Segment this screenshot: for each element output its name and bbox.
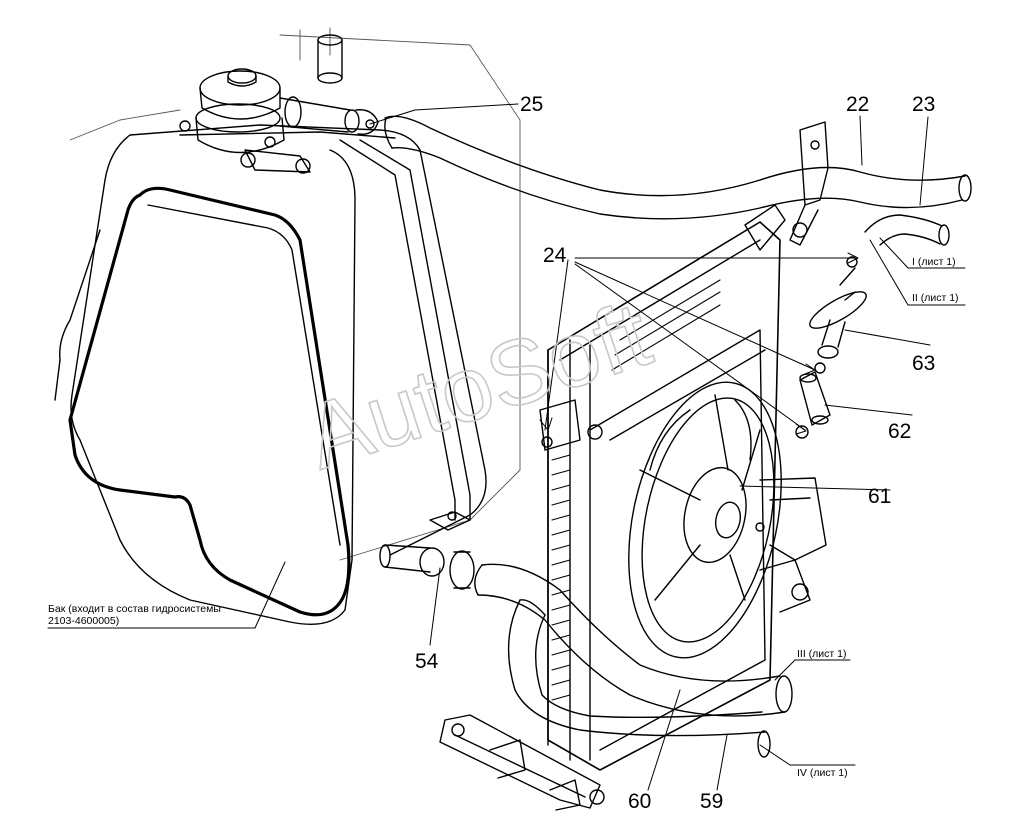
ref-sheet-iv: IV (лист 1)	[797, 767, 848, 779]
fan-61	[628, 381, 827, 659]
callout-60: 60	[628, 790, 651, 813]
callout-22: 22	[846, 93, 869, 116]
tank-body	[54, 124, 487, 625]
watermark: AutoSoft	[295, 283, 662, 489]
hose-23	[864, 214, 950, 246]
callout-62: 62	[888, 420, 911, 443]
radiator-bottom-bracket	[439, 714, 605, 811]
callout-63: 63	[912, 352, 935, 375]
radiator-top-bracket	[744, 121, 829, 251]
leader-lines	[47, 103, 966, 791]
tank-note-line1: Бак (входит в состав гидросистемы	[48, 603, 221, 615]
fitting-63	[809, 256, 867, 359]
tank-strap	[339, 139, 471, 531]
callout-25: 25	[520, 93, 543, 116]
hose-22	[384, 115, 972, 220]
callout-61: 61	[868, 485, 891, 508]
ref-sheet-i: I (лист 1)	[912, 256, 956, 268]
tank-back-outline	[69, 27, 521, 561]
filler-cap	[179, 34, 343, 154]
ref-sheet-iii: III (лист 1)	[797, 648, 846, 660]
callout-54: 54	[415, 650, 439, 673]
connector-hose-62	[795, 362, 831, 439]
callout-59: 59	[700, 790, 723, 813]
oil-cooler-radiator	[539, 221, 781, 771]
hose-59	[507, 599, 771, 758]
tank-note-line2: 2103-4600005)	[48, 615, 119, 627]
radiator-fins	[551, 279, 721, 701]
inlet-fitting-54	[379, 544, 475, 590]
tank-outlet-fitting	[240, 96, 379, 174]
callout-24: 24	[543, 244, 567, 267]
callout-23: 23	[912, 93, 935, 116]
ref-sheet-ii: II (лист 1)	[912, 292, 959, 304]
